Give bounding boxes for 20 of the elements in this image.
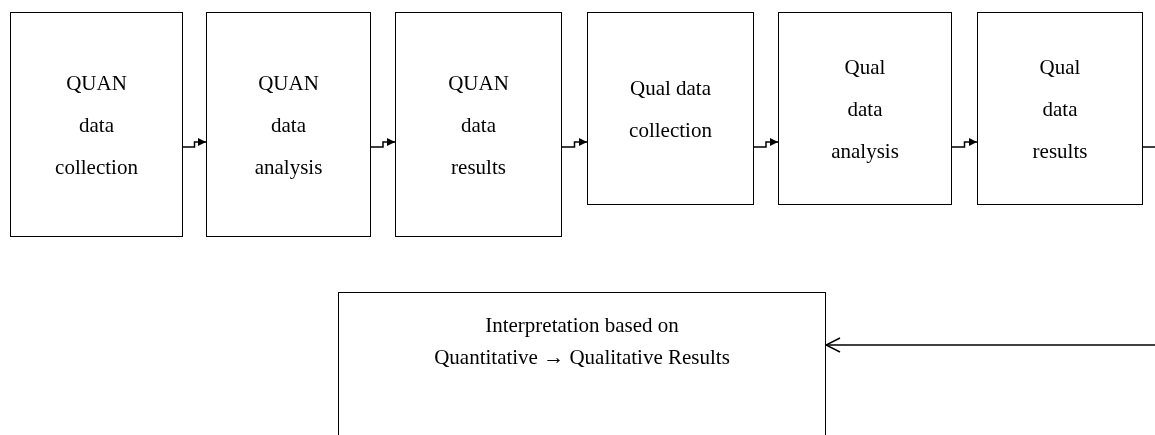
process-box [778,12,952,205]
box-label: QUAN data collection [55,69,138,181]
arrow [825,337,1155,353]
box-label: Qual data results [1032,53,1088,165]
arrow [753,138,779,148]
process-box [10,12,183,237]
arrow [951,138,978,148]
process-box [977,12,1143,205]
box-label: Qual data collection [629,74,712,144]
process-box [587,12,754,205]
arrow [370,138,396,148]
process-box [395,12,562,237]
arrow [561,138,588,148]
box-label: QUAN data results [448,69,509,181]
arrow [182,138,207,148]
process-box [206,12,371,237]
box-label: QUAN data analysis [254,69,323,181]
process-box [338,292,826,435]
box-label: Qual data analysis [831,53,899,165]
box-label: Interpretation based on Quantitative → Qualitative Results [433,312,731,371]
